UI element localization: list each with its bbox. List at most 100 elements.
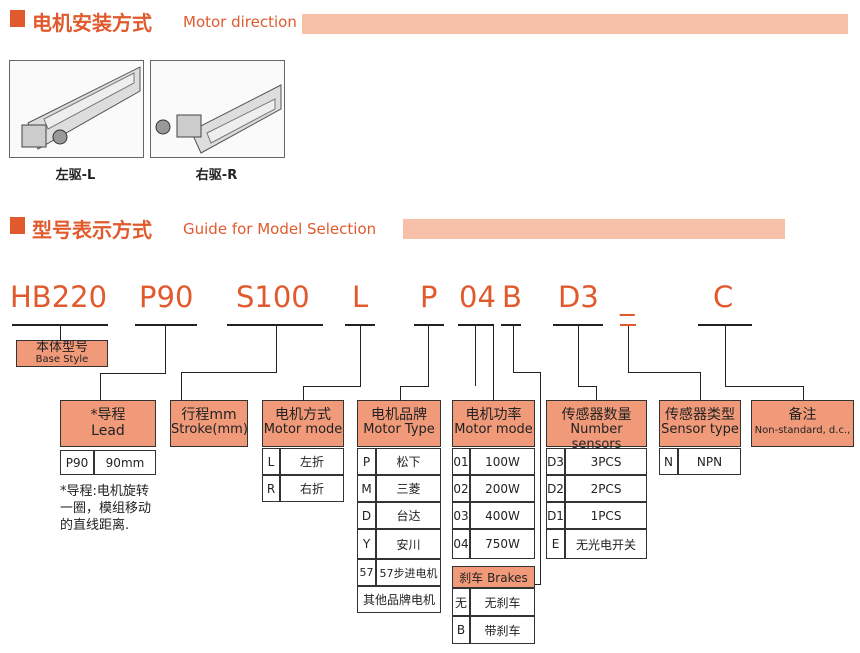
left-drive-label: 左驱-L: [55, 168, 96, 183]
connector: [303, 386, 304, 400]
lead-note: *导程:电机旋转一圈，模组移动的直线距离.: [60, 484, 152, 533]
sensor-count-code-cell: E: [546, 529, 565, 559]
motor-power-code-cell: 02: [452, 475, 470, 502]
motor-brand-code-cell: P: [357, 448, 376, 475]
brakes-value-cell: 无刹车: [470, 588, 535, 616]
connector: [181, 372, 277, 373]
lead-title-en: Lead: [91, 423, 125, 440]
connector: [181, 372, 182, 400]
connector: [475, 326, 476, 386]
connector: [535, 584, 541, 585]
section-band: [302, 14, 848, 34]
connector: [628, 372, 700, 373]
sensor-type-header: 传感器类型 Sensor type: [659, 400, 741, 447]
motor-power-header: 电机功率 Motor mode: [452, 400, 535, 447]
code-stroke: S100: [236, 280, 310, 314]
connector: [540, 372, 541, 584]
connector: [578, 386, 597, 387]
section-marker: [10, 10, 25, 27]
sensor-count-code-cell: D3: [546, 448, 565, 475]
stroke-title-cn: 行程mm: [181, 407, 237, 423]
connector: [428, 326, 429, 386]
connector: [513, 372, 540, 373]
section-band: [403, 219, 785, 239]
brakes-header: 刹车 Brakes: [452, 566, 535, 588]
brakes-value-cell: 带刹车: [470, 616, 535, 644]
underline-stroke: [227, 324, 323, 326]
code-brakes: B: [502, 280, 522, 314]
code-motor-brand: P: [420, 280, 438, 314]
sensor-count-value-cell: 3PCS: [565, 448, 647, 475]
motor-power-code-cell: 03: [452, 502, 470, 529]
brakes-code-cell: B: [452, 616, 470, 644]
connector: [303, 386, 361, 387]
code-motor-power: 04: [459, 280, 496, 314]
underline-sensor-count: [553, 324, 603, 326]
code-motor-mode: L: [352, 280, 369, 314]
motor-brand-value-cell: 松下: [376, 448, 441, 475]
motor-power-value-cell: 100W: [470, 448, 535, 475]
right-drive-image: [150, 60, 285, 158]
connector: [100, 373, 101, 400]
section-subtitle-model-selection: Guide for Model Selection: [183, 220, 377, 238]
connector: [493, 326, 494, 400]
underline-base: [12, 324, 108, 326]
sensor-type-code-cell: N: [659, 448, 678, 475]
sensor-count-value-cell: 无光电开关: [565, 529, 647, 559]
connector: [60, 326, 61, 340]
motor-brand-value-cell: 三菱: [376, 475, 441, 502]
motor-power-code-cell: 01: [452, 448, 470, 475]
connector: [513, 326, 514, 372]
motor-power-value-cell: 400W: [470, 502, 535, 529]
underline-lead: [135, 324, 197, 326]
connector: [100, 373, 166, 374]
motor-brand-header: 电机品牌 Motor Type: [357, 400, 441, 447]
underline-remark: [698, 324, 752, 326]
section-title-model-selection: 型号表示方式: [32, 218, 152, 242]
motor-power-value-cell: 200W: [470, 475, 535, 502]
lead-code-cell: P90: [60, 450, 94, 475]
sensor-count-value-cell: 2PCS: [565, 475, 647, 502]
motor-mode-code-cell: L: [262, 448, 280, 475]
section-marker: [10, 217, 25, 234]
motor-mode-title-cn: 电机方式: [275, 407, 331, 423]
motor-brand-value-cell: 台达: [376, 502, 441, 529]
code-lead: P90: [139, 280, 194, 314]
left-drive-image: [9, 60, 144, 158]
connector: [276, 326, 277, 373]
base-style-en: Base Style: [35, 353, 89, 365]
section-title-motor-direction: 电机安装方式: [32, 11, 152, 35]
motor-mode-value-cell: 左折: [280, 448, 344, 475]
connector: [165, 326, 166, 374]
sensor-count-code-cell: D1: [546, 502, 565, 529]
connector: [400, 386, 429, 387]
motor-brand-value-cell: 57步进电机: [376, 559, 441, 586]
left-drive-module-icon: [21, 66, 141, 150]
sensor-count-title-cn: 传感器数量: [561, 407, 632, 423]
motor-power-value-cell: 750W: [470, 529, 535, 559]
motor-brand-title-en: Motor Type: [363, 422, 435, 438]
right-drive-module-icon: [155, 84, 282, 154]
motor-power-code-cell: 04: [452, 529, 470, 559]
sensor-type-value-cell: NPN: [678, 448, 741, 475]
sensor-count-code-cell: D2: [546, 475, 565, 502]
connector: [596, 386, 597, 400]
stroke-title-en: Stroke(mm): [171, 422, 248, 438]
sensor-type-title-cn: 传感器类型: [665, 407, 735, 423]
connector: [400, 386, 401, 400]
connector: [360, 326, 361, 386]
remark-header: 备注 Non-standard, d.c.,: [751, 400, 854, 447]
motor-brand-value-cell: 安川: [376, 529, 441, 559]
lead-value-cell: 90mm: [94, 450, 156, 475]
motor-power-title-cn: 电机功率: [465, 407, 522, 423]
motor-brand-title-cn: 电机品牌: [371, 407, 427, 423]
underline-separator: [620, 324, 636, 326]
motor-brand-code-cell: Y: [357, 529, 376, 559]
connector: [725, 326, 726, 386]
motor-mode-title-en: Motor mode: [263, 422, 343, 438]
connector: [803, 386, 804, 400]
remark-title-en: Non-standard, d.c.,: [754, 425, 851, 437]
code-sensor-count: D3: [558, 280, 599, 314]
motor-power-title-en: Motor mode: [454, 422, 533, 438]
sensor-type-title-en: Sensor type: [661, 422, 739, 438]
